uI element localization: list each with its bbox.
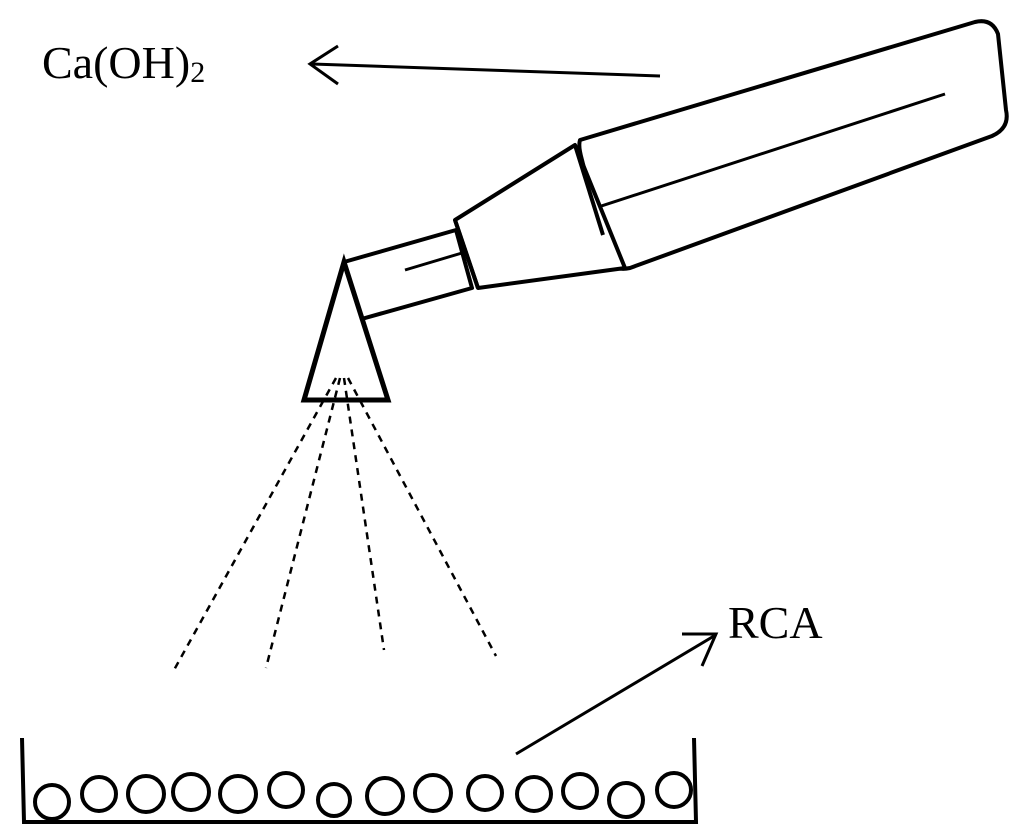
reagent-label: Ca(OH)2 xyxy=(42,40,205,88)
aggregate-particle-icon xyxy=(80,775,118,813)
aggregate-particle-icon xyxy=(267,771,305,809)
aggregate-particle-icon xyxy=(607,781,645,819)
aggregate-particle-icon xyxy=(655,771,693,809)
aggregate-particle-icon xyxy=(561,772,599,810)
spray-mist xyxy=(172,377,498,671)
aggregate-particle-icon xyxy=(33,783,71,821)
aggregate-particles xyxy=(33,771,693,821)
aggregate-particle-icon xyxy=(126,774,166,814)
aggregate-particle-icon xyxy=(515,775,553,813)
aggregate-particle-icon xyxy=(466,774,504,812)
aggregate-label: RCA xyxy=(728,597,823,648)
aggregate-particle-icon xyxy=(413,773,453,813)
sprayer-neck xyxy=(453,143,627,290)
aggregate-particle-icon xyxy=(365,776,405,816)
aggregate-particle-icon xyxy=(171,772,211,812)
reagent-label-main: Ca(OH) xyxy=(42,37,191,88)
aggregate-arrow xyxy=(515,632,719,756)
nozzle-cone-icon xyxy=(300,253,392,403)
reagent-label-subscript: 2 xyxy=(190,56,206,89)
aggregate-particle-icon xyxy=(218,774,258,814)
tray-icon xyxy=(20,737,699,824)
sprayer-spout xyxy=(343,228,474,322)
aggregate-particle-icon xyxy=(316,782,352,818)
reagent-arrow xyxy=(307,44,661,86)
